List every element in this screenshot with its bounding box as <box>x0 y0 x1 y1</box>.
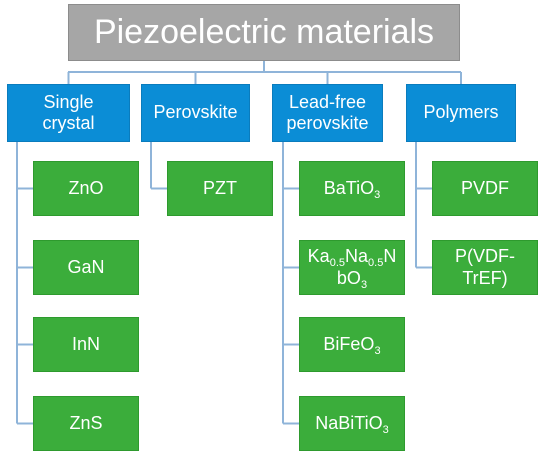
category-label: Single <box>43 91 94 112</box>
category-label: Lead-free <box>288 91 367 112</box>
material-text: bO <box>336 267 361 288</box>
material-box: P(VDF-TrEF) <box>432 240 538 295</box>
material-box: ZnO <box>33 161 139 216</box>
material-text: GaN <box>67 256 105 277</box>
material-text: ZnS <box>69 412 103 433</box>
material-box: ZnS <box>33 396 139 451</box>
material-text: TrEF) <box>462 267 508 288</box>
material-box: InN <box>33 317 139 372</box>
material-box: BiFeO3 <box>299 317 405 372</box>
diagram-title: Piezoelectric materials <box>68 4 460 61</box>
material-text: NaBiTiO <box>315 412 383 433</box>
material-text: Ka <box>307 246 330 267</box>
material-text: N <box>383 246 397 267</box>
material-subscript: 3 <box>374 188 381 201</box>
category-box: Perovskite <box>141 84 250 142</box>
material-subscript: 3 <box>382 423 389 436</box>
material-box: NaBiTiO3 <box>299 396 405 451</box>
material-text: BiFeO <box>323 333 375 354</box>
category-box: Polymers <box>406 84 516 142</box>
category-label: perovskite <box>286 113 369 133</box>
material-box: PZT <box>167 161 273 216</box>
material-subscript: 0.5 <box>368 257 384 270</box>
material-box: PVDF <box>432 161 538 216</box>
material-text: BaTiO <box>323 177 375 198</box>
material-text: ZnO <box>68 177 104 198</box>
category-label: crystal <box>42 113 95 133</box>
material-box: BaTiO3 <box>299 161 405 216</box>
material-text: P(VDF- <box>455 246 515 267</box>
material-subscript: 3 <box>374 344 381 357</box>
material-text: Na <box>345 246 369 267</box>
material-subscript: 3 <box>360 278 368 291</box>
material-subscript: 0.5 <box>329 257 345 270</box>
material-text: PVDF <box>460 177 509 198</box>
material-text: InN <box>71 333 100 354</box>
material-box: GaN <box>33 240 139 295</box>
material-text: PZT <box>203 177 237 198</box>
category-label: Perovskite <box>153 102 238 123</box>
category-label: Polymers <box>423 102 499 123</box>
